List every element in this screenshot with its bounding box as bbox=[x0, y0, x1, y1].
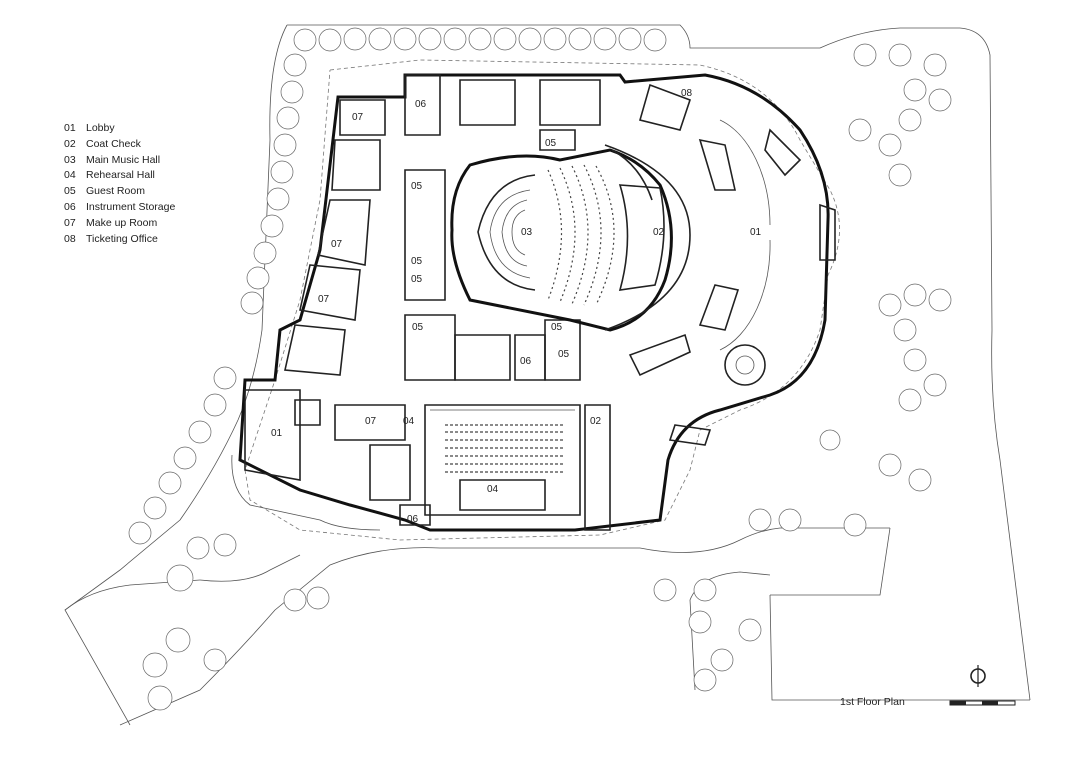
scale-bar-icon bbox=[949, 700, 1016, 706]
legend-number: 05 bbox=[64, 185, 76, 198]
legend-label: Guest Room bbox=[86, 185, 145, 198]
legend-number: 08 bbox=[64, 232, 76, 245]
legend-number: 07 bbox=[64, 216, 76, 229]
lobby-features bbox=[628, 119, 836, 446]
room-label: 01 bbox=[750, 227, 762, 238]
room-label: 06 bbox=[415, 99, 427, 110]
legend-item: 07 Make up Room bbox=[64, 216, 175, 232]
room-legend: 01 Lobby 02 Coat Check 03 Main Music Hall 0… bbox=[64, 121, 175, 247]
north-arrow-icon bbox=[970, 665, 986, 687]
legend-label: Coat Check bbox=[86, 137, 141, 150]
room-label: 05 bbox=[551, 322, 563, 333]
room-label: 08 bbox=[681, 88, 693, 99]
main-music-hall bbox=[450, 144, 691, 332]
legend-number: 02 bbox=[64, 137, 76, 150]
room-label: 06 bbox=[520, 356, 532, 367]
tree-canopies bbox=[128, 27, 952, 711]
legend-item: 02 Coat Check bbox=[64, 137, 175, 153]
legend-label: Rehearsal Hall bbox=[86, 169, 155, 182]
room-label: 02 bbox=[590, 416, 602, 427]
room-label: 05 bbox=[545, 138, 557, 149]
plan-title: 1st Floor Plan bbox=[840, 696, 905, 708]
room-label: 07 bbox=[331, 239, 343, 250]
legend-item: 08 Ticketing Office bbox=[64, 232, 175, 248]
legend-item: 04 Rehearsal Hall bbox=[64, 168, 175, 184]
rehearsal-hall-seating bbox=[430, 409, 575, 511]
building-walls bbox=[238, 73, 830, 532]
legend-number: 03 bbox=[64, 153, 76, 166]
room-label: 05 bbox=[411, 181, 423, 192]
legend-label: Instrument Storage bbox=[86, 200, 176, 213]
legend-number: 01 bbox=[64, 122, 76, 134]
legend-item: 05 Guest Room bbox=[64, 184, 175, 200]
legend-label: Ticketing Office bbox=[86, 232, 158, 245]
room-label: 07 bbox=[352, 112, 364, 123]
legend-item: 01 Lobby bbox=[64, 121, 175, 137]
room-label: 07 bbox=[318, 294, 330, 305]
legend-item: 06 Instrument Storage bbox=[64, 200, 175, 216]
legend-item: 03 Main Music Hall bbox=[64, 153, 175, 169]
room-label: 04 bbox=[487, 484, 499, 495]
room-label: 04 bbox=[403, 416, 415, 427]
room-labels: 06 08 07 05 05 03 02 01 07 05 05 07 05 0… bbox=[271, 88, 762, 525]
room-label: 05 bbox=[411, 274, 423, 285]
room-label: 01 bbox=[271, 428, 283, 439]
room-label: 03 bbox=[521, 227, 533, 238]
room-label: 06 bbox=[407, 514, 419, 525]
legend-number: 04 bbox=[64, 169, 76, 182]
legend-label: Lobby bbox=[86, 122, 115, 134]
legend-number: 06 bbox=[64, 200, 76, 213]
legend-label: Make up Room bbox=[86, 216, 158, 229]
legend-label: Main Music Hall bbox=[86, 153, 161, 166]
room-label: 05 bbox=[558, 349, 570, 360]
room-label: 05 bbox=[412, 322, 424, 333]
room-label: 02 bbox=[653, 227, 665, 238]
room-label: 05 bbox=[411, 256, 423, 267]
room-label: 07 bbox=[365, 416, 377, 427]
